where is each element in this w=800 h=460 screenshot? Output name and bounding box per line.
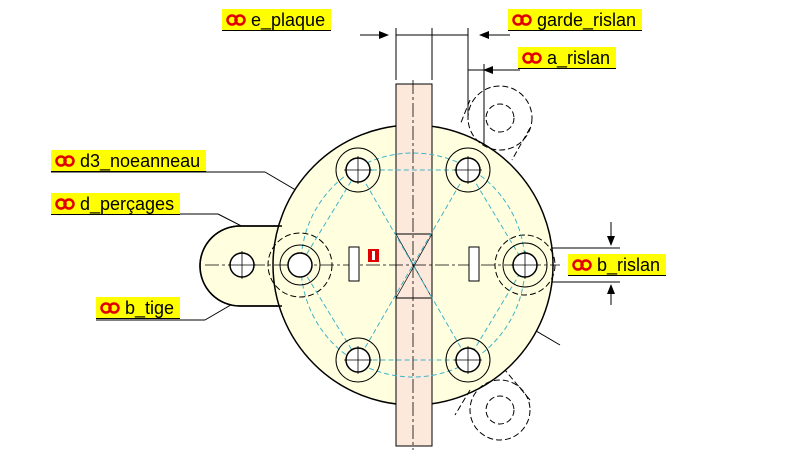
tag-e-plaque[interactable]: e_plaque	[222, 9, 332, 31]
tag-b-tige[interactable]: b_tige	[96, 297, 181, 319]
link-chain-icon	[100, 301, 120, 314]
tag-b-rislan[interactable]: b_rislan	[568, 254, 667, 276]
tag-label: e_plaque	[251, 9, 326, 30]
axis-lines	[205, 80, 560, 450]
link-chain-icon	[512, 13, 532, 26]
tag-label: b_rislan	[597, 254, 661, 275]
link-chain-icon	[55, 197, 75, 210]
link-chain-icon	[572, 258, 592, 271]
origin-marker	[368, 249, 379, 262]
tag-d-percages[interactable]: d_perçages	[51, 193, 181, 215]
tag-garde-rislan[interactable]: garde_rislan	[508, 9, 643, 31]
tag-label: b_tige	[125, 297, 175, 318]
tag-a-rislan[interactable]: a_rislan	[518, 47, 617, 69]
tag-d3-noeanneau[interactable]: d3_noeanneau	[51, 150, 207, 172]
rislan-outline	[267, 85, 556, 441]
tag-label: d3_noeanneau	[80, 150, 201, 171]
hole-centerlines	[228, 156, 539, 374]
hole-counterbores	[279, 147, 548, 383]
tag-label: a_rislan	[547, 47, 611, 68]
link-chain-icon	[522, 51, 542, 64]
link-chain-icon	[226, 13, 246, 26]
link-chain-icon	[55, 154, 75, 167]
rislan-slots	[348, 246, 480, 282]
tag-label: d_perçages	[80, 193, 175, 214]
tag-label: garde_rislan	[537, 9, 637, 30]
